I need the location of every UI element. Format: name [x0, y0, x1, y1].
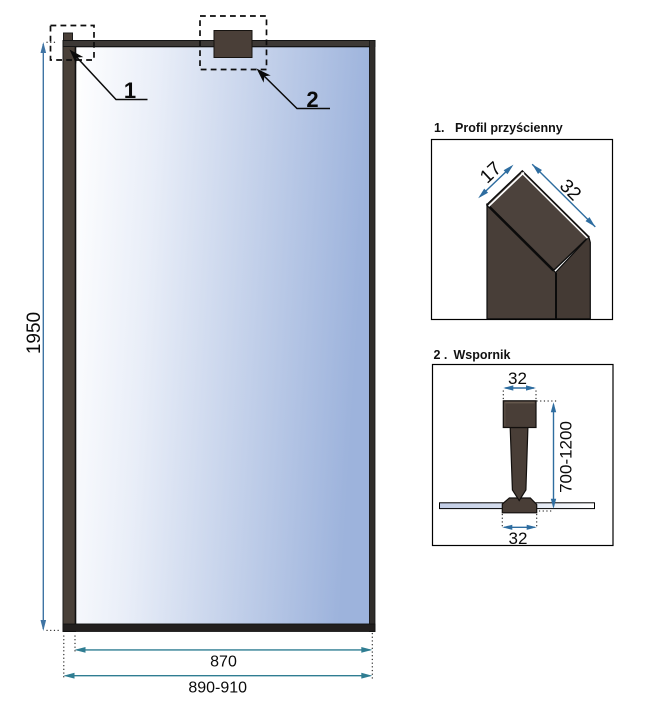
svg-text:700-1200: 700-1200	[556, 421, 575, 493]
svg-text:Profil przyścienny: Profil przyścienny	[455, 121, 563, 135]
svg-text:2 .: 2 .	[434, 348, 448, 362]
svg-text:1.: 1.	[434, 121, 444, 135]
svg-text:32: 32	[508, 369, 527, 388]
svg-text:32: 32	[509, 529, 528, 548]
svg-text:2: 2	[306, 87, 318, 112]
svg-text:870: 870	[210, 654, 237, 671]
svg-text:890-910: 890-910	[188, 680, 247, 697]
svg-text:1950: 1950	[24, 312, 45, 354]
svg-text:Wspornik: Wspornik	[454, 348, 511, 362]
svg-text:1: 1	[124, 78, 136, 103]
